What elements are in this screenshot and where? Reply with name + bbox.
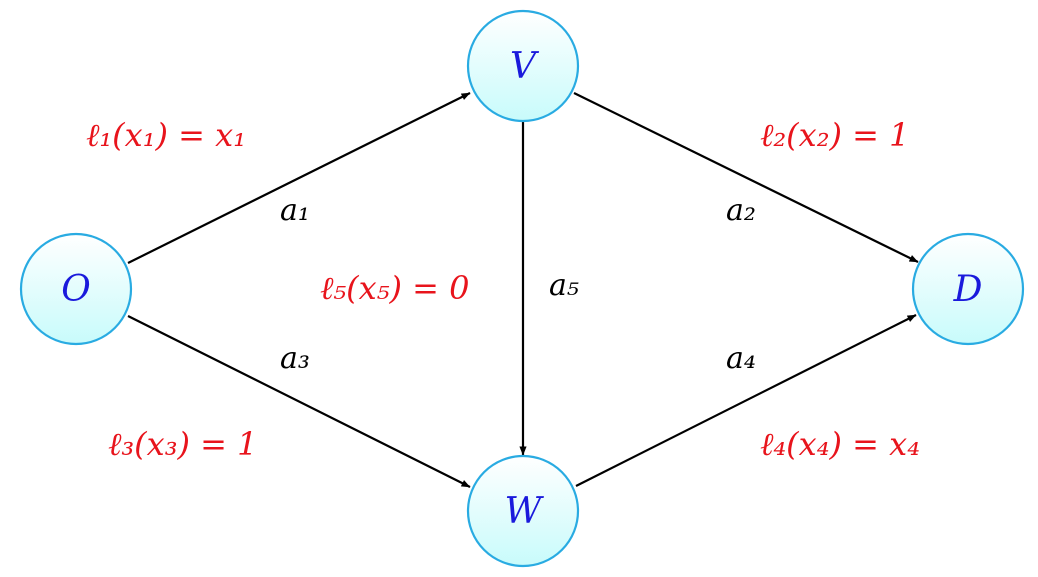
latency-labels: ℓ₁(x₁) = x₁ ℓ₂(x₂) = 1 ℓ₃(x₃) = 1 ℓ₄(x₄)… [86,116,920,463]
edge-a3-label: a₃ [280,341,310,376]
latency-a3: ℓ₃(x₃) = 1 [108,425,258,463]
node-d-circle [911,232,1025,346]
edge-a4-label: a₄ [726,341,756,376]
node-w: W [466,454,580,568]
node-o: O [19,232,133,346]
edge-a1-label: a₁ [280,193,310,228]
edge-a1 [127,92,471,264]
edges [127,92,919,488]
node-o-label: O [61,269,91,310]
latency-a4: ℓ₄(x₄) = x₄ [760,425,920,463]
node-v-circle [466,9,580,123]
edge-a2 [573,92,919,263]
latency-a5: ℓ₅(x₅) = 0 [320,269,470,307]
edge-a5-label: a₅ [549,268,579,303]
node-o-circle [19,232,133,346]
node-w-circle [466,454,580,568]
edge-a3 [127,315,471,488]
edge-labels: a₁ a₂ a₃ a₄ a₅ [280,193,756,376]
edge-a2-label: a₂ [726,193,756,228]
node-d: D [911,232,1025,346]
node-v: V [466,9,580,123]
latency-a2: ℓ₂(x₂) = 1 [760,116,910,154]
edge-a4 [575,314,917,487]
node-w-label: W [504,491,544,532]
node-v-label: V [510,46,540,87]
latency-a1: ℓ₁(x₁) = x₁ [86,116,246,154]
node-d-label: D [953,269,983,310]
